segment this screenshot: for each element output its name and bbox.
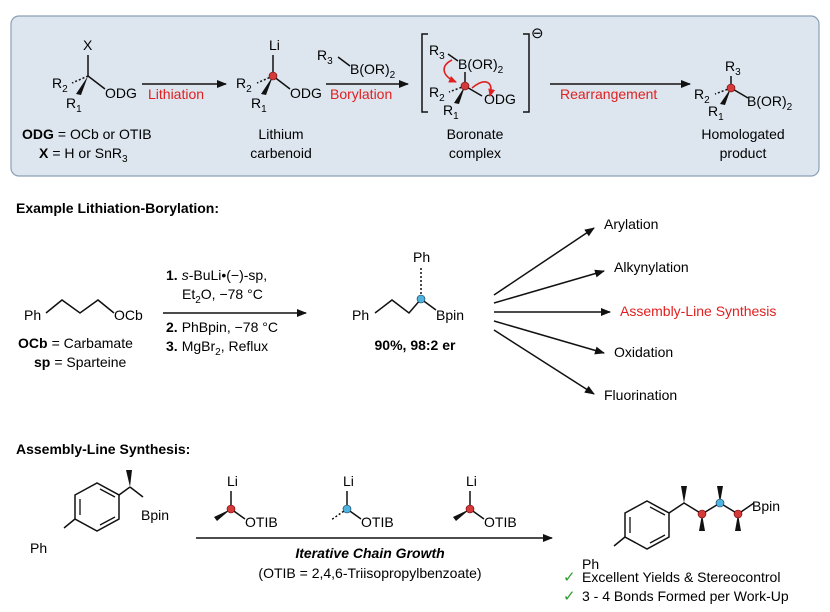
r1-label: R1 [443, 102, 459, 122]
x-label: X [83, 37, 93, 53]
carbenoid-red-2: Li OTIB [453, 473, 517, 530]
lithium-carbenoid: Li R2 R1 ODG [236, 37, 322, 115]
chiral-carbon-blue-atom [416, 294, 426, 304]
li-label: Li [269, 37, 280, 53]
r2-label: R2 [236, 75, 252, 95]
boron-label: B(OR)2 [458, 56, 504, 76]
lithiation-label: Lithiation [148, 86, 204, 102]
ph-label: Ph [352, 307, 369, 323]
check-icon: ✓ [563, 588, 576, 605]
outcome-fluorination: Fluorination [604, 387, 677, 403]
negative-charge: ⊖ [531, 25, 544, 42]
odg-label: ODG [290, 85, 322, 101]
chiral-carbon-red-atom [460, 81, 470, 91]
bpin-label: Bpin [752, 498, 780, 514]
r1-label: R1 [251, 95, 267, 115]
chain-product: Ph Bpin [582, 486, 780, 572]
boronic-ester-product: Ph Ph Bpin 90%, 98:2 er [352, 249, 464, 353]
boron-label: B(OR)2 [747, 93, 793, 113]
mechanism-panel: X R2 R1 ODG Lithiation Li R2 R1 ODG R3 [10, 15, 820, 177]
chiral-carbon-red-atom [226, 504, 236, 514]
benefit-1: Excellent Yields & Stereocontrol [582, 569, 780, 585]
product-name-1: Homologated [701, 126, 784, 142]
iterative-label: Iterative Chain Growth [295, 545, 444, 561]
otib-definition: (OTIB = 2,4,6-Triisopropylbenzoate) [258, 565, 481, 581]
outcome-alkynylation: Alkynylation [614, 259, 689, 275]
benefit-2: 3 - 4 Bonds Formed per Work-Up [582, 588, 789, 604]
ph-label: Ph [24, 307, 41, 323]
chiral-carbon-red-atom [697, 509, 707, 519]
arrow-arylation [493, 227, 595, 296]
outcome-arylation: Arylation [604, 216, 658, 232]
condition-2: 2.PhBpin, −78 °C [166, 319, 278, 335]
r2-label: R2 [429, 84, 445, 104]
carbenoid-name-2: carbenoid [250, 145, 312, 161]
condition-1b: Et2O, −78 °C [182, 286, 263, 306]
odg-definition: ODG= OCb or OTIB [22, 126, 152, 142]
assembly-heading: Assembly-Line Synthesis: [16, 441, 190, 457]
li-label: Li [466, 473, 477, 489]
outcome-oxidation: Oxidation [614, 344, 673, 360]
r3-label: R3 [317, 47, 333, 67]
product-name-2: product [720, 145, 767, 161]
yield-er: 90%, 98:2 er [375, 337, 456, 353]
migration-arrow-icon [443, 59, 457, 83]
boronate-complex: ⊖ R3 B(OR)2 R2 R1 ODG [421, 25, 544, 122]
boronate-name-2: complex [449, 145, 501, 161]
carbenoid-blue: Li OTIB [330, 473, 394, 530]
boronate-name-1: Boronate [447, 126, 504, 142]
biphenyl-boronic-ester: Bpin Ph [30, 470, 169, 556]
chiral-carbon-red-atom [733, 509, 743, 519]
x-definition: X= H or SnR3 [39, 145, 128, 165]
r1-label: R1 [66, 95, 82, 115]
rearrangement-label: Rearrangement [560, 86, 657, 102]
chiral-carbon-red-atom [726, 83, 736, 93]
odg-label: ODG [484, 91, 516, 107]
r2-label: R2 [694, 86, 710, 106]
carbamate-substrate: Ph OCb [24, 299, 143, 323]
chiral-carbon-blue-atom [342, 504, 352, 514]
ocb-definition: OCb= Carbamate [18, 335, 133, 351]
li-label: Li [343, 473, 354, 489]
assembly-section: Assembly-Line Synthesis: Bpin Ph Li OTIB… [16, 441, 789, 605]
r3-label: R3 [429, 42, 445, 62]
li-label: Li [227, 473, 238, 489]
carbenoid-red-1: Li OTIB [214, 473, 278, 530]
odg-label: ODG [105, 85, 137, 101]
chiral-carbon-red-atom [268, 71, 278, 81]
ph-label: Ph [413, 249, 430, 265]
outcome-arrows [493, 227, 611, 395]
bpin-label: Bpin [436, 307, 464, 323]
arrow-fluorination [493, 329, 595, 395]
r1-label: R1 [708, 103, 724, 123]
chiral-carbon-blue-atom [715, 498, 725, 508]
r3-label: R3 [725, 58, 741, 78]
leaving-group-arrow-icon [471, 81, 496, 97]
condition-3: 3.MgBr2, Reflux [166, 338, 268, 358]
ph-label: Ph [582, 556, 599, 572]
borylation-label: Borylation [330, 86, 392, 102]
otib-label: OTIB [484, 514, 517, 530]
example-section: Example Lithiation-Borylation: Ph OCb OC… [16, 200, 776, 403]
ocb-label: OCb [114, 307, 143, 323]
starting-material: X R2 R1 ODG [52, 37, 137, 115]
sp-definition: sp= Sparteine [34, 354, 127, 370]
arrow-oxidation [493, 320, 605, 355]
ph-label: Ph [30, 540, 47, 556]
r2-label: R2 [52, 75, 68, 95]
homologated-product: R3 R2 R1 B(OR)2 [694, 58, 793, 123]
check-icon: ✓ [563, 569, 576, 586]
chiral-carbon-red-atom [465, 504, 475, 514]
example-heading: Example Lithiation-Borylation: [16, 200, 219, 216]
borane-reagent: R3 B(OR)2 [317, 47, 396, 81]
arrow-alkynylation [493, 269, 605, 304]
outcome-assembly-line: Assembly-Line Synthesis [620, 303, 776, 319]
carbenoid-name-1: Lithium [258, 126, 303, 142]
otib-label: OTIB [361, 514, 394, 530]
otib-label: OTIB [245, 514, 278, 530]
boron-label: B(OR)2 [350, 61, 396, 81]
bpin-label: Bpin [141, 507, 169, 523]
condition-1: 1.s-BuLi•(−)-sp, [166, 267, 267, 283]
